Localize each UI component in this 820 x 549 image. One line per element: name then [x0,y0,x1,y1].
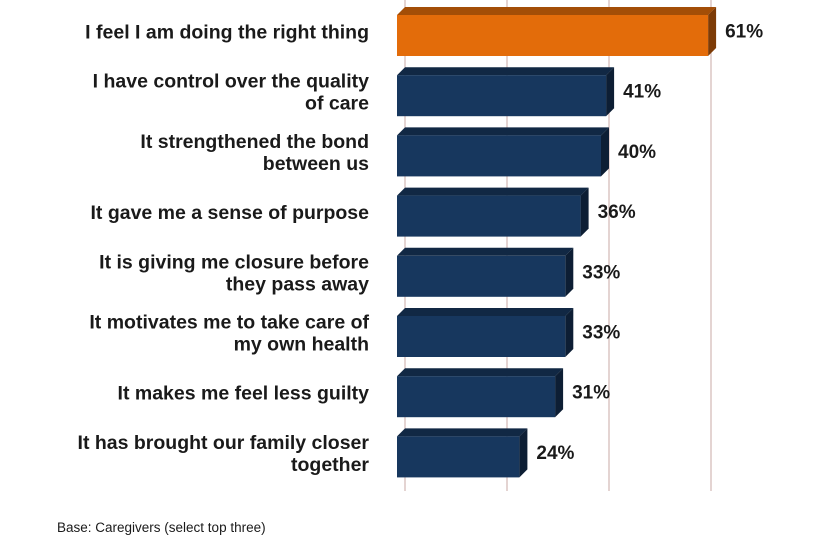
bar-top-face [397,368,564,377]
bar [397,316,566,357]
bar-top-face [397,7,717,15]
bar-side-face [580,187,589,237]
bar [397,255,566,297]
value-label: 40% [618,142,656,163]
value-label: 31% [572,383,610,404]
value-label: 36% [598,202,636,223]
bar-top-face [397,127,609,136]
bar [397,436,520,478]
bar [397,135,601,177]
bar-side-face [565,247,574,297]
value-label: 33% [582,262,620,283]
category-label: I feel I am doing the right thing [85,22,369,44]
value-label: 24% [536,443,574,464]
footnote: Base: Caregivers (select top three) [57,520,266,535]
bar-top-face [397,428,528,437]
category-label: It gave me a sense of purpose [90,202,369,224]
value-label: 33% [582,323,620,344]
bar [397,376,556,418]
category-label: It makes me feel less guilty [118,383,370,405]
bar-top-face [397,247,574,256]
bar-side-face [601,127,609,177]
bar [397,15,709,56]
bar [397,75,607,117]
bar-top-face [397,67,615,76]
value-label: 41% [623,82,661,103]
bar-side-face [708,7,717,56]
bar-side-face [519,428,528,478]
bar-top-face [397,308,574,316]
bar-top-face [397,187,589,196]
bar-side-face [555,368,564,418]
bar-side-face [606,67,615,117]
bar [397,195,581,237]
bar-side-face [565,308,574,357]
value-label: 61% [725,22,763,43]
